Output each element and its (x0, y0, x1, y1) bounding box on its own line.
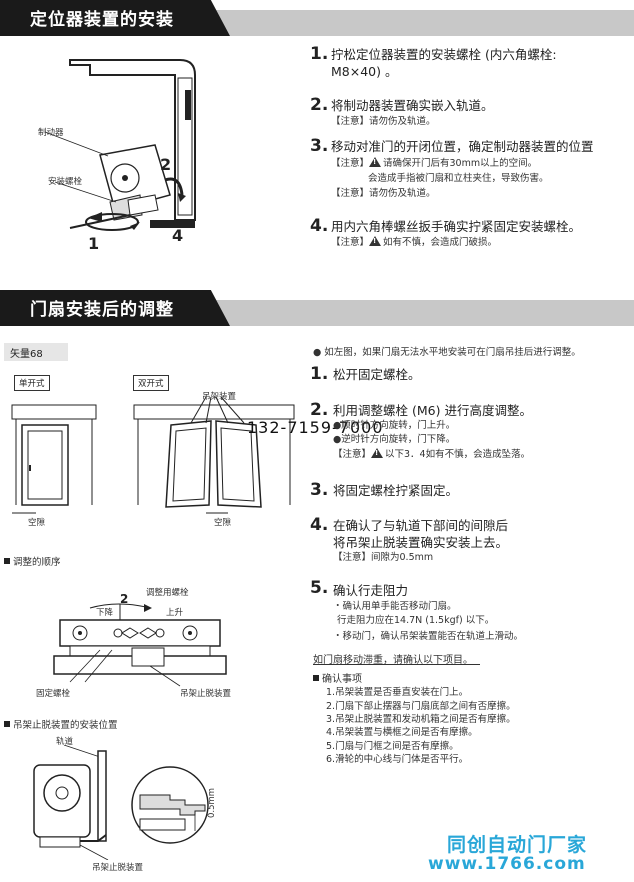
square-bullet-icon (313, 675, 319, 681)
check-item-2: 2.门扇下部止摆器与门扇底部之间有否摩擦。 (326, 701, 516, 712)
stopper-title: 吊架止脱装置的安装位置 (4, 717, 118, 731)
adj-step5-number: 5. (310, 578, 329, 598)
adj-step1-title: 松开固定螺栓。 (333, 367, 421, 382)
header-dark-bar (0, 0, 196, 36)
label-up: 上升 (166, 608, 184, 618)
step2-note: 【注意】请勿伤及轨道。 (331, 116, 436, 127)
warning-icon (369, 157, 382, 167)
header-grey-bar (194, 10, 634, 36)
adj-step4-note1: 【注意】间隙为0.5mm (333, 552, 434, 563)
intro-text: ● 如左图，如果门扇无法水平地安装可在门扇吊挂后进行调整。 (313, 347, 581, 358)
adj-step1-number: 1. (310, 364, 329, 384)
check-title: 确认事项 (313, 670, 362, 685)
adj-step4-number: 4. (310, 515, 329, 535)
label-bolt: 安装螺栓 (48, 177, 83, 187)
adj-step2-note1: ●顺时针方向旋转，门上升。 (333, 420, 456, 431)
check-item-6: 6.滑轮的中心线与门体是否平行。 (326, 754, 469, 765)
square-bullet-icon (4, 558, 10, 564)
adj-step5-note2: 行走阻力应在14.7N (1.5kgf) 以下。 (337, 615, 495, 626)
label-stopper: 吊架止脱装置 (180, 689, 232, 699)
heading-underline (313, 664, 480, 665)
label-fix-bolt: 固定螺栓 (36, 689, 71, 699)
note-prefix: 【注意】 (333, 449, 372, 460)
header-grey-bar (194, 300, 634, 326)
step3-note3: 【注意】请勿伤及轨道。 (331, 188, 436, 199)
adj-step5-note3: ・移动门，确认吊架装置能否在轨道上滑动。 (333, 631, 524, 642)
order-title-text: 调整的顺序 (13, 557, 61, 568)
step4-title: 用内六角棒螺丝扳手确实拧紧固定安装螺栓。 (331, 219, 582, 234)
locator-install-diagram (44, 59, 196, 231)
header-dark-bar (0, 290, 196, 326)
section-header-adjust: 门扇安装后的调整 (0, 290, 634, 326)
note-prefix: 【注意】 (331, 237, 370, 248)
section-title: 门扇安装后的调整 (30, 300, 174, 320)
adj-step2-title: 利用调整螺栓 (M6) 进行高度调整。 (333, 403, 532, 418)
adjustment-diagram (53, 603, 227, 687)
order-title: 调整的顺序 (4, 554, 61, 568)
step4-number: 4. (310, 216, 329, 236)
tag-double: 双开式 (133, 375, 169, 391)
adj-step2-note3: 【注意】 以下3．4如有不慎，会造成坠落。 (333, 446, 530, 460)
label-stopper-2: 吊架止脱装置 (92, 863, 144, 873)
adj-step5-note1: ・确认用单手能否移动门扇。 (333, 601, 457, 612)
note-text: 如有不慎，会造成门破损。 (383, 237, 498, 248)
stopper-position-diagram (33, 745, 209, 860)
phone-number: 132-7159-7000 (247, 418, 384, 437)
fig1-num-4: 4 (172, 226, 184, 245)
label-hanger: 吊架装置 (202, 392, 237, 402)
adj-step5-title: 确认行走阻力 (333, 583, 409, 598)
step2-title: 将制动器装置确实嵌入轨道。 (331, 98, 494, 113)
label-rail: 轨道 (56, 737, 74, 747)
section-title: 定位器装置的安装 (30, 10, 174, 30)
check-heading: 如门扇移动滞重，请确认以下项目。 (313, 655, 473, 666)
check-item-3: 3.吊架止脱装置和发动机箱之间是否有摩擦。 (326, 714, 516, 725)
step3-note1: 【注意】 请确保开门后有30mm以上的空间。 (331, 155, 537, 169)
adj-step3-number: 3. (310, 480, 329, 500)
label-gap-05: 0.5mm (207, 787, 217, 818)
check-item-1: 1.吊架装置是否垂直安装在门上。 (326, 687, 469, 698)
check-item-5: 5.门扇与门框之间是否有摩擦。 (326, 741, 459, 752)
note-text: 请确保开门后有30mm以上的空间。 (383, 158, 538, 169)
label-brake: 制动器 (38, 128, 64, 138)
adj-step3-title: 将固定螺栓拧紧固定。 (333, 483, 459, 498)
step3-number: 3. (310, 136, 329, 156)
fig1-num-2: 2 (160, 155, 172, 174)
check-title-text: 确认事项 (322, 674, 362, 685)
fig1-num-1: 1 (88, 234, 100, 253)
step2-number: 2. (310, 95, 329, 115)
warning-icon (371, 448, 384, 458)
door-types-diagram (11, 396, 295, 514)
label-down: 下降 (96, 608, 114, 618)
adj-step4-title: 在确认了与轨道下部间的间隙后 (333, 518, 509, 533)
tag-single: 单开式 (14, 375, 50, 391)
section-header-locator: 定位器装置的安装 (0, 0, 634, 36)
stopper-title-text: 吊架止脱装置的安装位置 (13, 720, 118, 731)
check-item-4: 4.吊架装置与横框之间是否有摩擦。 (326, 727, 478, 738)
label-gap-double: 空隙 (214, 518, 232, 528)
adj-step2-number: 2. (310, 400, 329, 420)
note-text: 以下3．4如有不慎，会造成坠落。 (385, 449, 531, 460)
adj-step4-title-2: 将吊架止脱装置确实安装上去。 (333, 535, 509, 550)
step3-title: 移动对准门的开闭位置，确定制动器装置的位置 (331, 139, 594, 154)
label-gap-single: 空隙 (28, 518, 46, 528)
step1-title: 拧松定位器装置的安装螺栓 (内六角螺栓: (331, 47, 557, 62)
watermark-url: www.1766.com (428, 854, 586, 874)
badge-label: 矢量68 (4, 343, 68, 361)
step1-number: 1. (310, 44, 329, 64)
label-adj-bolt: 调整用螺栓 (146, 588, 189, 598)
note-prefix: 【注意】 (331, 158, 370, 169)
adj-step2-note2: ●逆时针方向旋转，门下降。 (333, 434, 456, 445)
warning-icon (369, 236, 382, 246)
step1-title-2: M8×40) 。 (331, 64, 398, 79)
step4-note1: 【注意】 如有不慎，会造成门破损。 (331, 234, 497, 248)
square-bullet-icon (4, 721, 10, 727)
step3-note2: 会造成手指被门扇和立柱夹住，导致伤害。 (368, 173, 549, 184)
watermark-title: 同创自动门厂家 (447, 834, 588, 856)
fig3-num-2: 2 (120, 592, 129, 606)
